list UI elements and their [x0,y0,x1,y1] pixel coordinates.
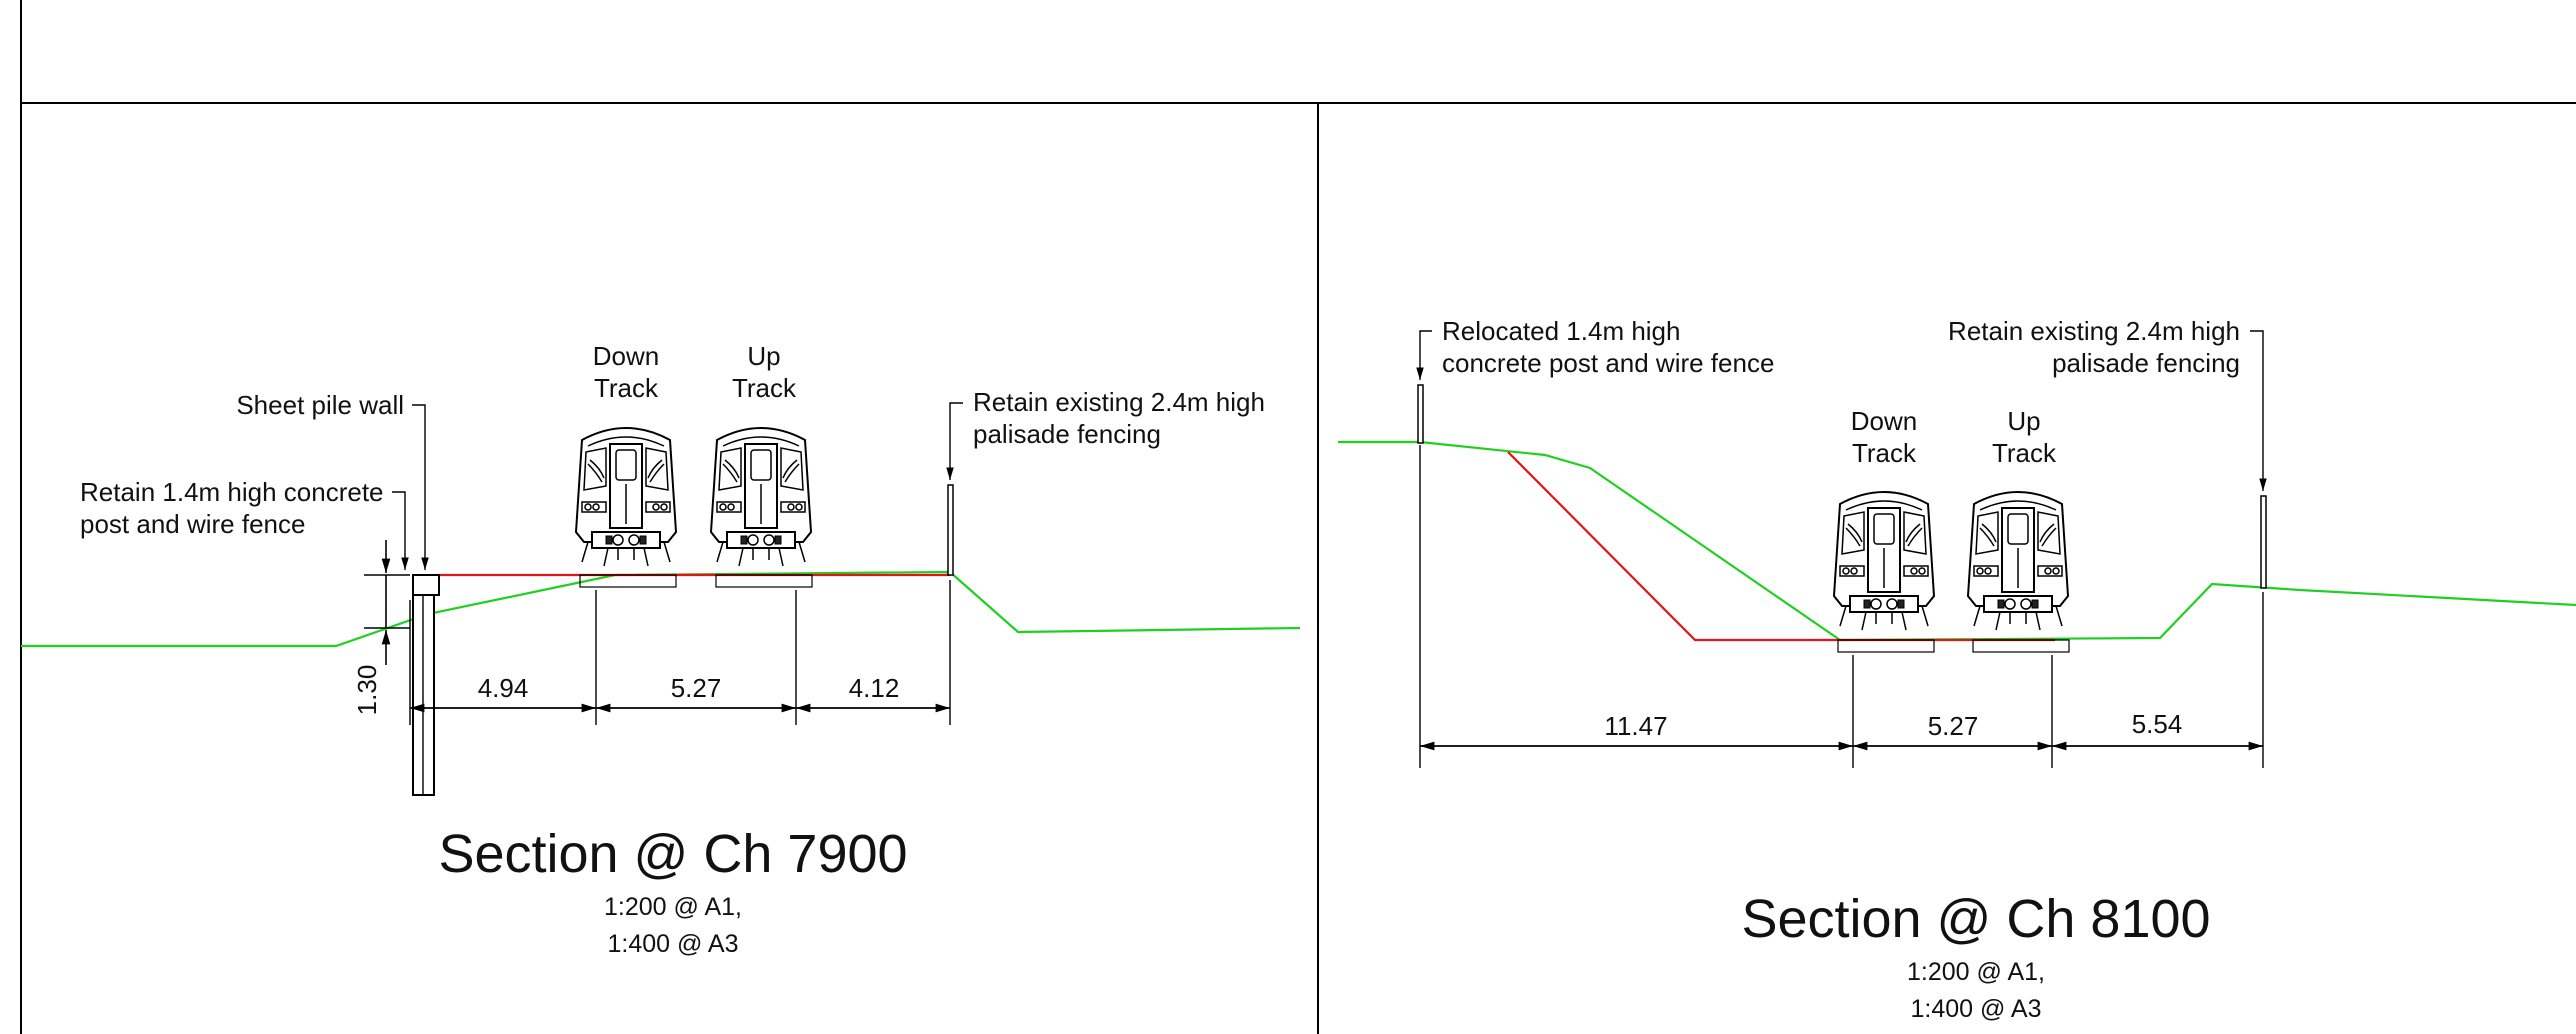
sheet-pile-note: Sheet pile wall [236,390,404,420]
up-track-label-2: Track [1992,438,2057,468]
section-title: Section @ Ch 8100 [1741,889,2210,949]
horizontal-dimensions: 11.47 5.27 5.54 [1419,445,2264,768]
relocated-fence-note-line1: Relocated 1.4m high [1442,316,1680,346]
palisade-note-line2: palisade fencing [2052,348,2240,378]
up-track-ballast [1972,639,2070,653]
existing-ground-line [21,570,1301,648]
fence-left-note-line2: post and wire fence [80,509,305,539]
down-track-train-icon [1833,491,1935,631]
palisade-fence [2260,495,2267,589]
dim-value-1: 4.94 [478,673,529,703]
fence-left-note-line1: Retain 1.4m high concrete [80,477,384,507]
down-track-label-1: Down [593,341,659,371]
section-ch-7900: Down Track Up Track Retain existing 2.4m… [21,341,1301,958]
relocated-fence-post [1417,384,1424,444]
sheet-pile-wall [412,574,440,796]
down-track-label-2: Track [594,373,659,403]
horizontal-dimensions: 4.94 5.27 4.12 [409,580,951,725]
scale-a1: 1:200 @ A1, [604,893,742,921]
down-track-label-1: Down [1851,406,1917,436]
scale-a3: 1:400 @ A3 [1910,995,2041,1023]
palisade-fence [947,484,954,576]
up-track-train-icon [1967,491,2069,631]
palisade-note-line1: Retain existing 2.4m high [973,387,1265,417]
relocated-fence-note-line2: concrete post and wire fence [1442,348,1774,378]
up-track-label-1: Up [2007,406,2040,436]
up-track-label-2: Track [732,373,797,403]
proposed-formation-line [1507,451,2055,642]
up-track-ballast [715,574,813,588]
up-track-label-1: Up [747,341,780,371]
dim-value-3: 5.54 [2132,709,2183,739]
palisade-note-line2: palisade fencing [973,419,1161,449]
dim-value-2: 5.27 [671,673,722,703]
sheet-frame [20,0,2576,1034]
dim-value-3: 4.12 [849,673,900,703]
scale-a3: 1:400 @ A3 [607,930,738,958]
section-title: Section @ Ch 7900 [438,824,907,884]
vertical-dimension: 1.30 [352,540,410,715]
down-track-train-icon [575,427,677,567]
dim-value-2: 5.27 [1928,711,1979,741]
section-ch-8100: Relocated 1.4m high concrete post and wi… [1338,316,2576,1023]
scale-a1: 1:200 @ A1, [1907,958,2045,986]
vertical-dim-value: 1.30 [352,665,382,716]
down-track-label-2: Track [1852,438,1917,468]
down-track-ballast [579,574,677,588]
existing-ground-line [1338,440,2576,642]
palisade-note-line1: Retain existing 2.4m high [1948,316,2240,346]
dim-value-1: 11.47 [1604,711,1667,741]
down-track-ballast [1837,639,1935,653]
up-track-train-icon [710,427,812,567]
